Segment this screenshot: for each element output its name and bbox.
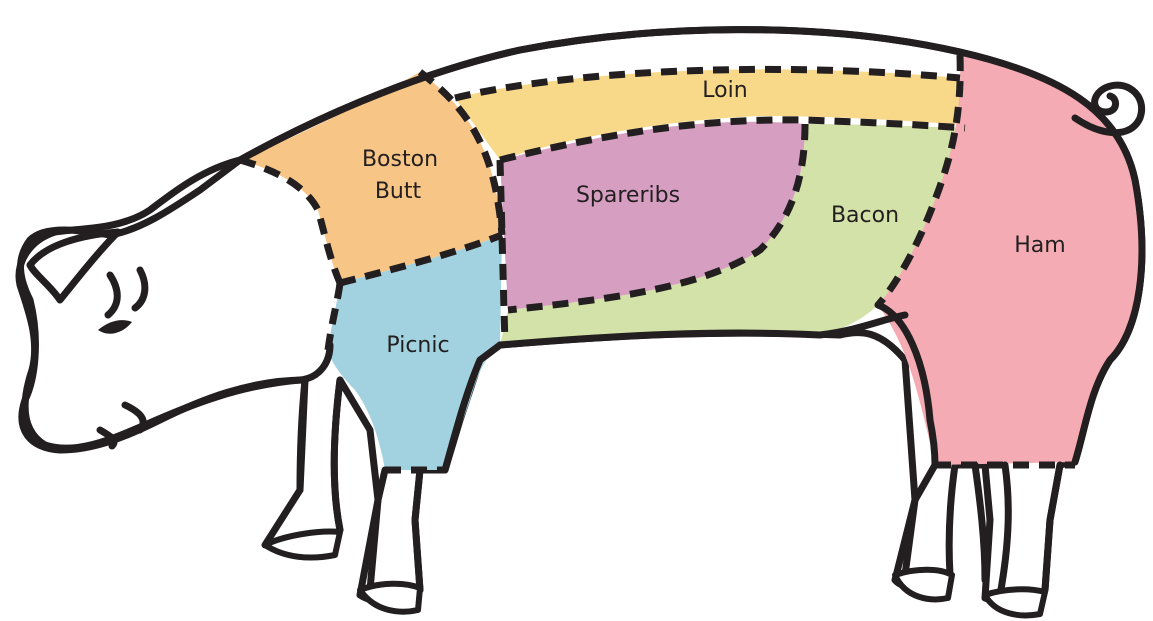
label-ham: Ham [1014, 233, 1065, 258]
hoof-rear-left [895, 570, 952, 600]
label-picnic: Picnic [386, 333, 449, 358]
hoof-front-right [360, 584, 420, 612]
label-butt: Butt [375, 179, 422, 204]
label-loin: Loin [702, 78, 747, 103]
label-bacon: Bacon [831, 203, 899, 228]
label-boston: Boston [362, 147, 438, 172]
hoof-rear-right [985, 589, 1045, 615]
label-spareribs: Spareribs [576, 183, 680, 208]
